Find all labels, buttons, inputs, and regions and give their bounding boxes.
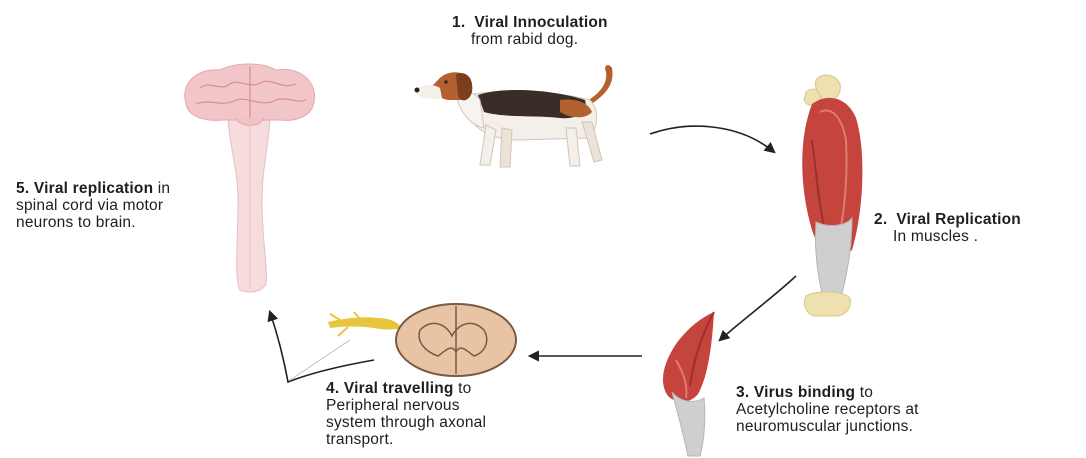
step-4-label: 4. Viral travelling to Peripheral nervou… <box>326 380 486 448</box>
step-1-number: 1. <box>452 14 465 31</box>
step-2-number: 2. <box>874 211 887 228</box>
cycle-arrows <box>270 126 796 382</box>
step-1-line-1: from rabid dog. <box>471 31 578 48</box>
step-5-number: 5. <box>16 180 29 197</box>
step-3-line-1: Acetylcholine receptors at <box>736 401 919 418</box>
step-5-title: Viral replication <box>34 180 153 197</box>
dog-icon <box>415 65 613 167</box>
arrow-muscle-to-nmj <box>720 276 796 340</box>
step-3-title-suffix: to <box>855 384 873 401</box>
step-1-title: Viral Innoculation <box>474 14 607 31</box>
step-2-line-1: In muscles . <box>893 228 978 245</box>
step-5-line-2: neurons to brain. <box>16 214 136 231</box>
step-3-line-2: neuromuscular junctions. <box>736 418 913 435</box>
step-2-label: 2. Viral Replication In muscles . <box>874 211 1021 245</box>
muscle-belly-icon <box>663 312 714 456</box>
step-1-label: 1. Viral Innoculation from rabid dog. <box>452 14 608 48</box>
arrow-dog-to-muscle <box>650 126 774 152</box>
brain-and-spinal-cord-icon <box>185 64 315 292</box>
step-3-title: Virus binding <box>754 384 855 401</box>
step-4-line-3: transport. <box>326 431 393 448</box>
step-4-title: Viral travelling <box>344 380 454 397</box>
step-3-label: 3. Virus binding to Acetylcholine recept… <box>736 384 919 435</box>
step-3-number: 3. <box>736 384 749 401</box>
step-2-title: Viral Replication <box>896 211 1021 228</box>
step-4-line-1: Peripheral nervous <box>326 397 460 414</box>
step-4-line-2: system through axonal <box>326 414 486 431</box>
step-4-number: 4. <box>326 380 339 397</box>
step-4-title-suffix: to <box>454 380 472 397</box>
step-5-label: 5. Viral replication in spinal cord via … <box>16 180 170 231</box>
calf-muscle-icon <box>802 75 862 316</box>
step-5-line-1: spinal cord via motor <box>16 197 163 214</box>
spinal-cord-cross-section-icon <box>290 304 516 380</box>
step-5-title-suffix: in <box>153 180 170 197</box>
